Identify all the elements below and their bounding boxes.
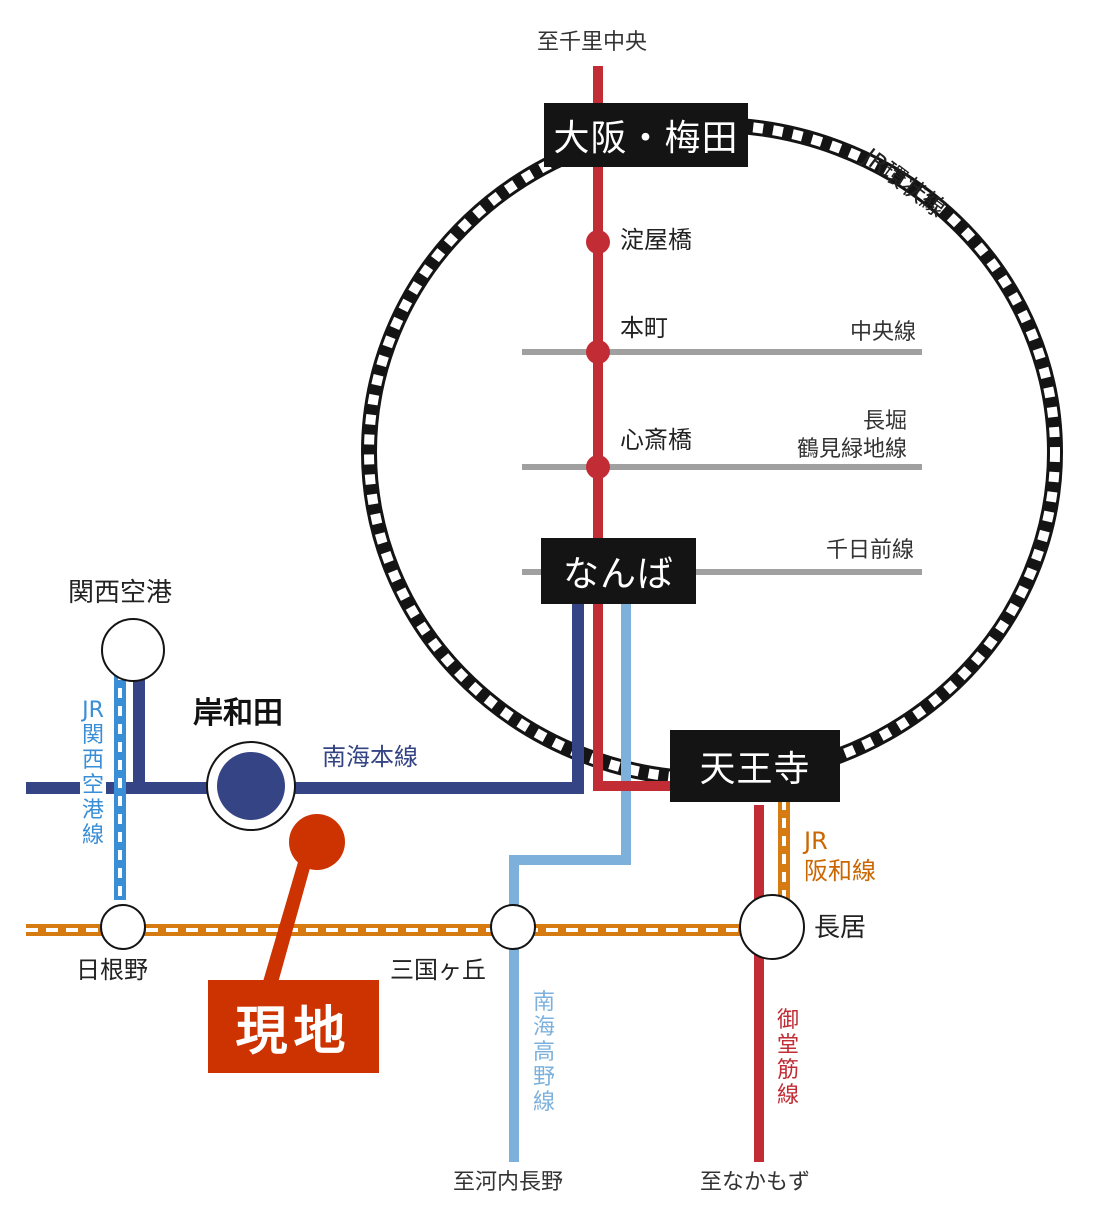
shinsaibashi-dot [586, 455, 610, 479]
site-marker [262, 814, 345, 990]
namba-station-box: なんば [541, 538, 696, 604]
mikunigaoka-label: 三国ヶ丘 [390, 956, 486, 984]
hineno-circle [100, 904, 146, 950]
nankai-koya-line-label: 南海高野線 [531, 988, 557, 1117]
nankai-main-line [26, 600, 584, 794]
nagai-label: 長居 [814, 913, 867, 943]
kansai-airport-circle [101, 618, 165, 682]
honmachi-dot [586, 340, 610, 364]
tennoji-station-box: 天王寺 [670, 730, 840, 802]
kawachinagano-destination: 至河内長野 [453, 1170, 564, 1195]
nagahori-line-label: 長堀 鶴見緑地線 [797, 409, 908, 462]
umeda-station-box: 大阪・梅田 [544, 103, 748, 167]
chuo-line-label: 中央線 [850, 320, 917, 345]
yodoyabashi-dot [586, 230, 610, 254]
honmachi-label: 本町 [620, 314, 668, 342]
jr-hanwa-line-label: JR 阪和線 [804, 826, 876, 886]
shinsaibashi-label: 心斎橋 [620, 426, 692, 454]
midosuji-line-label: 御堂筋線 [775, 1006, 801, 1110]
north-destination: 至千里中央 [537, 30, 648, 55]
kansai-airport-label: 関西空港 [68, 578, 173, 608]
jr-hanwa-line [26, 800, 790, 936]
kishiwada-label: 岸和田 [193, 696, 283, 731]
nankai-main-label: 南海本線 [322, 743, 418, 771]
yodoyabashi-label: 淀屋橋 [620, 226, 692, 254]
nagai-circle [739, 894, 805, 960]
jr-loop-line [361, 117, 1063, 787]
mikunigaoka-circle [490, 904, 536, 950]
nankai-koya-line [509, 590, 631, 1162]
hineno-label: 日根野 [76, 956, 148, 984]
jr-kansai-airport-line-label: JR 関西空港線 [80, 696, 106, 850]
midosuji-stops [586, 230, 610, 479]
station-circles [100, 618, 805, 960]
site-label: 現地 [208, 980, 379, 1073]
nakamozu-destination: 至なかもず [700, 1170, 811, 1195]
kishiwada-station-marker [206, 741, 296, 831]
sennichimae-line-label: 千日前線 [826, 538, 915, 563]
